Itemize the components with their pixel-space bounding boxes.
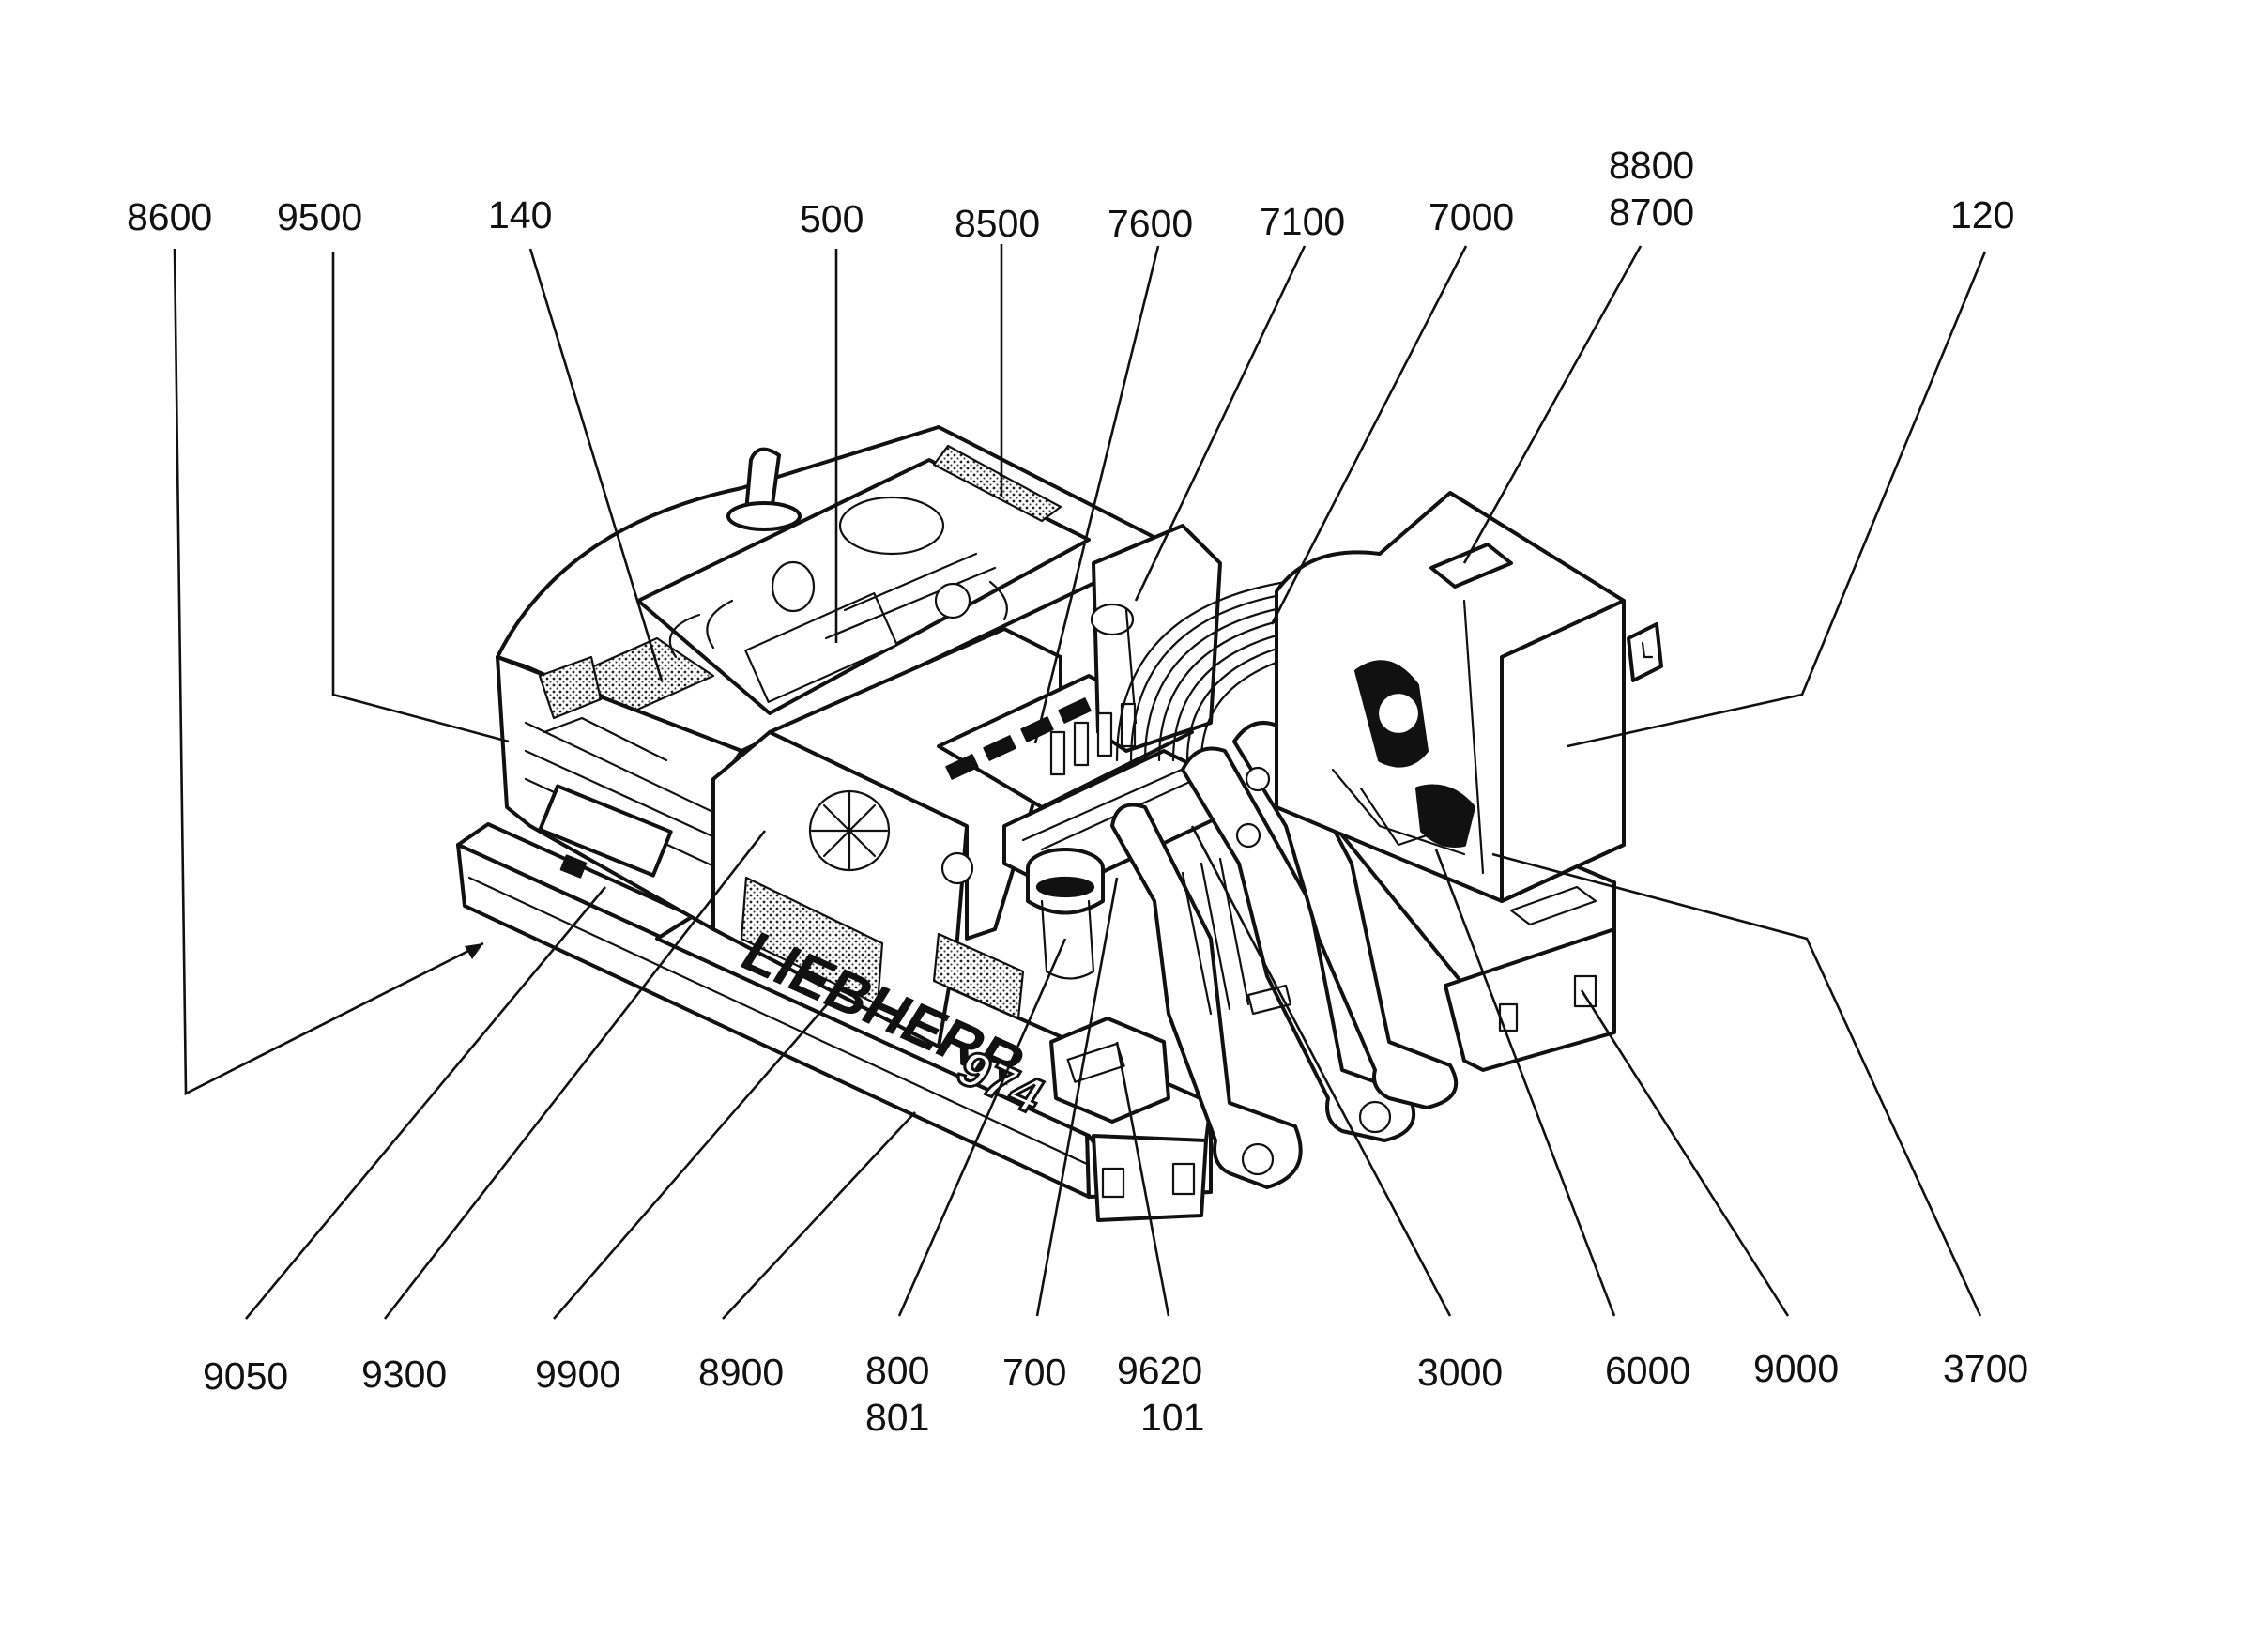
callout-8500: 8500 xyxy=(955,202,1040,245)
leader-7600 xyxy=(1033,245,1160,744)
callout-9300: 9300 xyxy=(361,1353,447,1396)
callout-9620: 9620 xyxy=(1117,1349,1202,1392)
rotary-joint-cover xyxy=(1049,1017,1170,1124)
leader-3000 xyxy=(1190,825,1452,1317)
callout-500: 500 xyxy=(800,197,864,240)
callout-7100: 7100 xyxy=(1260,200,1345,243)
leader-9500 xyxy=(331,252,510,743)
machine-illustration xyxy=(456,425,1663,1222)
leader-9900 xyxy=(553,994,836,1320)
callout-labels: 8600 9500 140 500 8500 7600 7100 7000 88… xyxy=(127,144,2028,1439)
leader-700 xyxy=(1035,877,1119,1317)
leader-800-801 xyxy=(897,938,1067,1317)
callout-801: 801 xyxy=(865,1396,929,1439)
radiator-housing xyxy=(496,655,743,931)
callout-7600: 7600 xyxy=(1108,202,1193,245)
callout-9000: 9000 xyxy=(1753,1347,1839,1390)
callout-800: 800 xyxy=(865,1349,929,1392)
boom-mount xyxy=(1110,721,1459,1189)
leader-120 xyxy=(1567,251,1987,748)
leader-8600 xyxy=(173,248,484,1096)
leader-3700 xyxy=(1491,852,1982,1317)
leader-lines xyxy=(173,244,1987,1320)
leader-8900 xyxy=(722,1111,916,1320)
leader-9050 xyxy=(245,886,606,1320)
callout-8700: 8700 xyxy=(1609,191,1694,234)
leader-7000 xyxy=(1270,245,1468,625)
callout-6000: 6000 xyxy=(1605,1349,1690,1392)
operator-cab xyxy=(1275,491,1663,903)
leader-9000 xyxy=(1580,989,1790,1317)
callout-3000: 3000 xyxy=(1417,1351,1503,1394)
callout-8800: 8800 xyxy=(1609,144,1694,187)
leader-7100 xyxy=(1134,245,1307,602)
callout-7000: 7000 xyxy=(1429,195,1514,238)
callout-700: 700 xyxy=(1002,1351,1066,1394)
callout-8600: 8600 xyxy=(127,195,212,238)
callout-9050: 9050 xyxy=(203,1354,288,1398)
callout-140: 140 xyxy=(488,193,552,237)
callout-9500: 9500 xyxy=(277,195,362,238)
leader-8800-8700 xyxy=(1462,245,1643,564)
callout-101: 101 xyxy=(1140,1396,1204,1439)
engine-hood xyxy=(496,425,1161,767)
leader-140 xyxy=(528,248,664,681)
leader-6000 xyxy=(1434,849,1616,1317)
callout-120: 120 xyxy=(1950,193,2014,237)
callout-8900: 8900 xyxy=(698,1351,784,1394)
callout-9900: 9900 xyxy=(535,1353,620,1396)
fan-compartment xyxy=(768,627,1062,941)
callout-3700: 3700 xyxy=(1943,1347,2028,1390)
leader-9300 xyxy=(383,830,767,1320)
leader-9620-101 xyxy=(1115,1041,1170,1317)
swing-motor xyxy=(1026,848,1105,980)
